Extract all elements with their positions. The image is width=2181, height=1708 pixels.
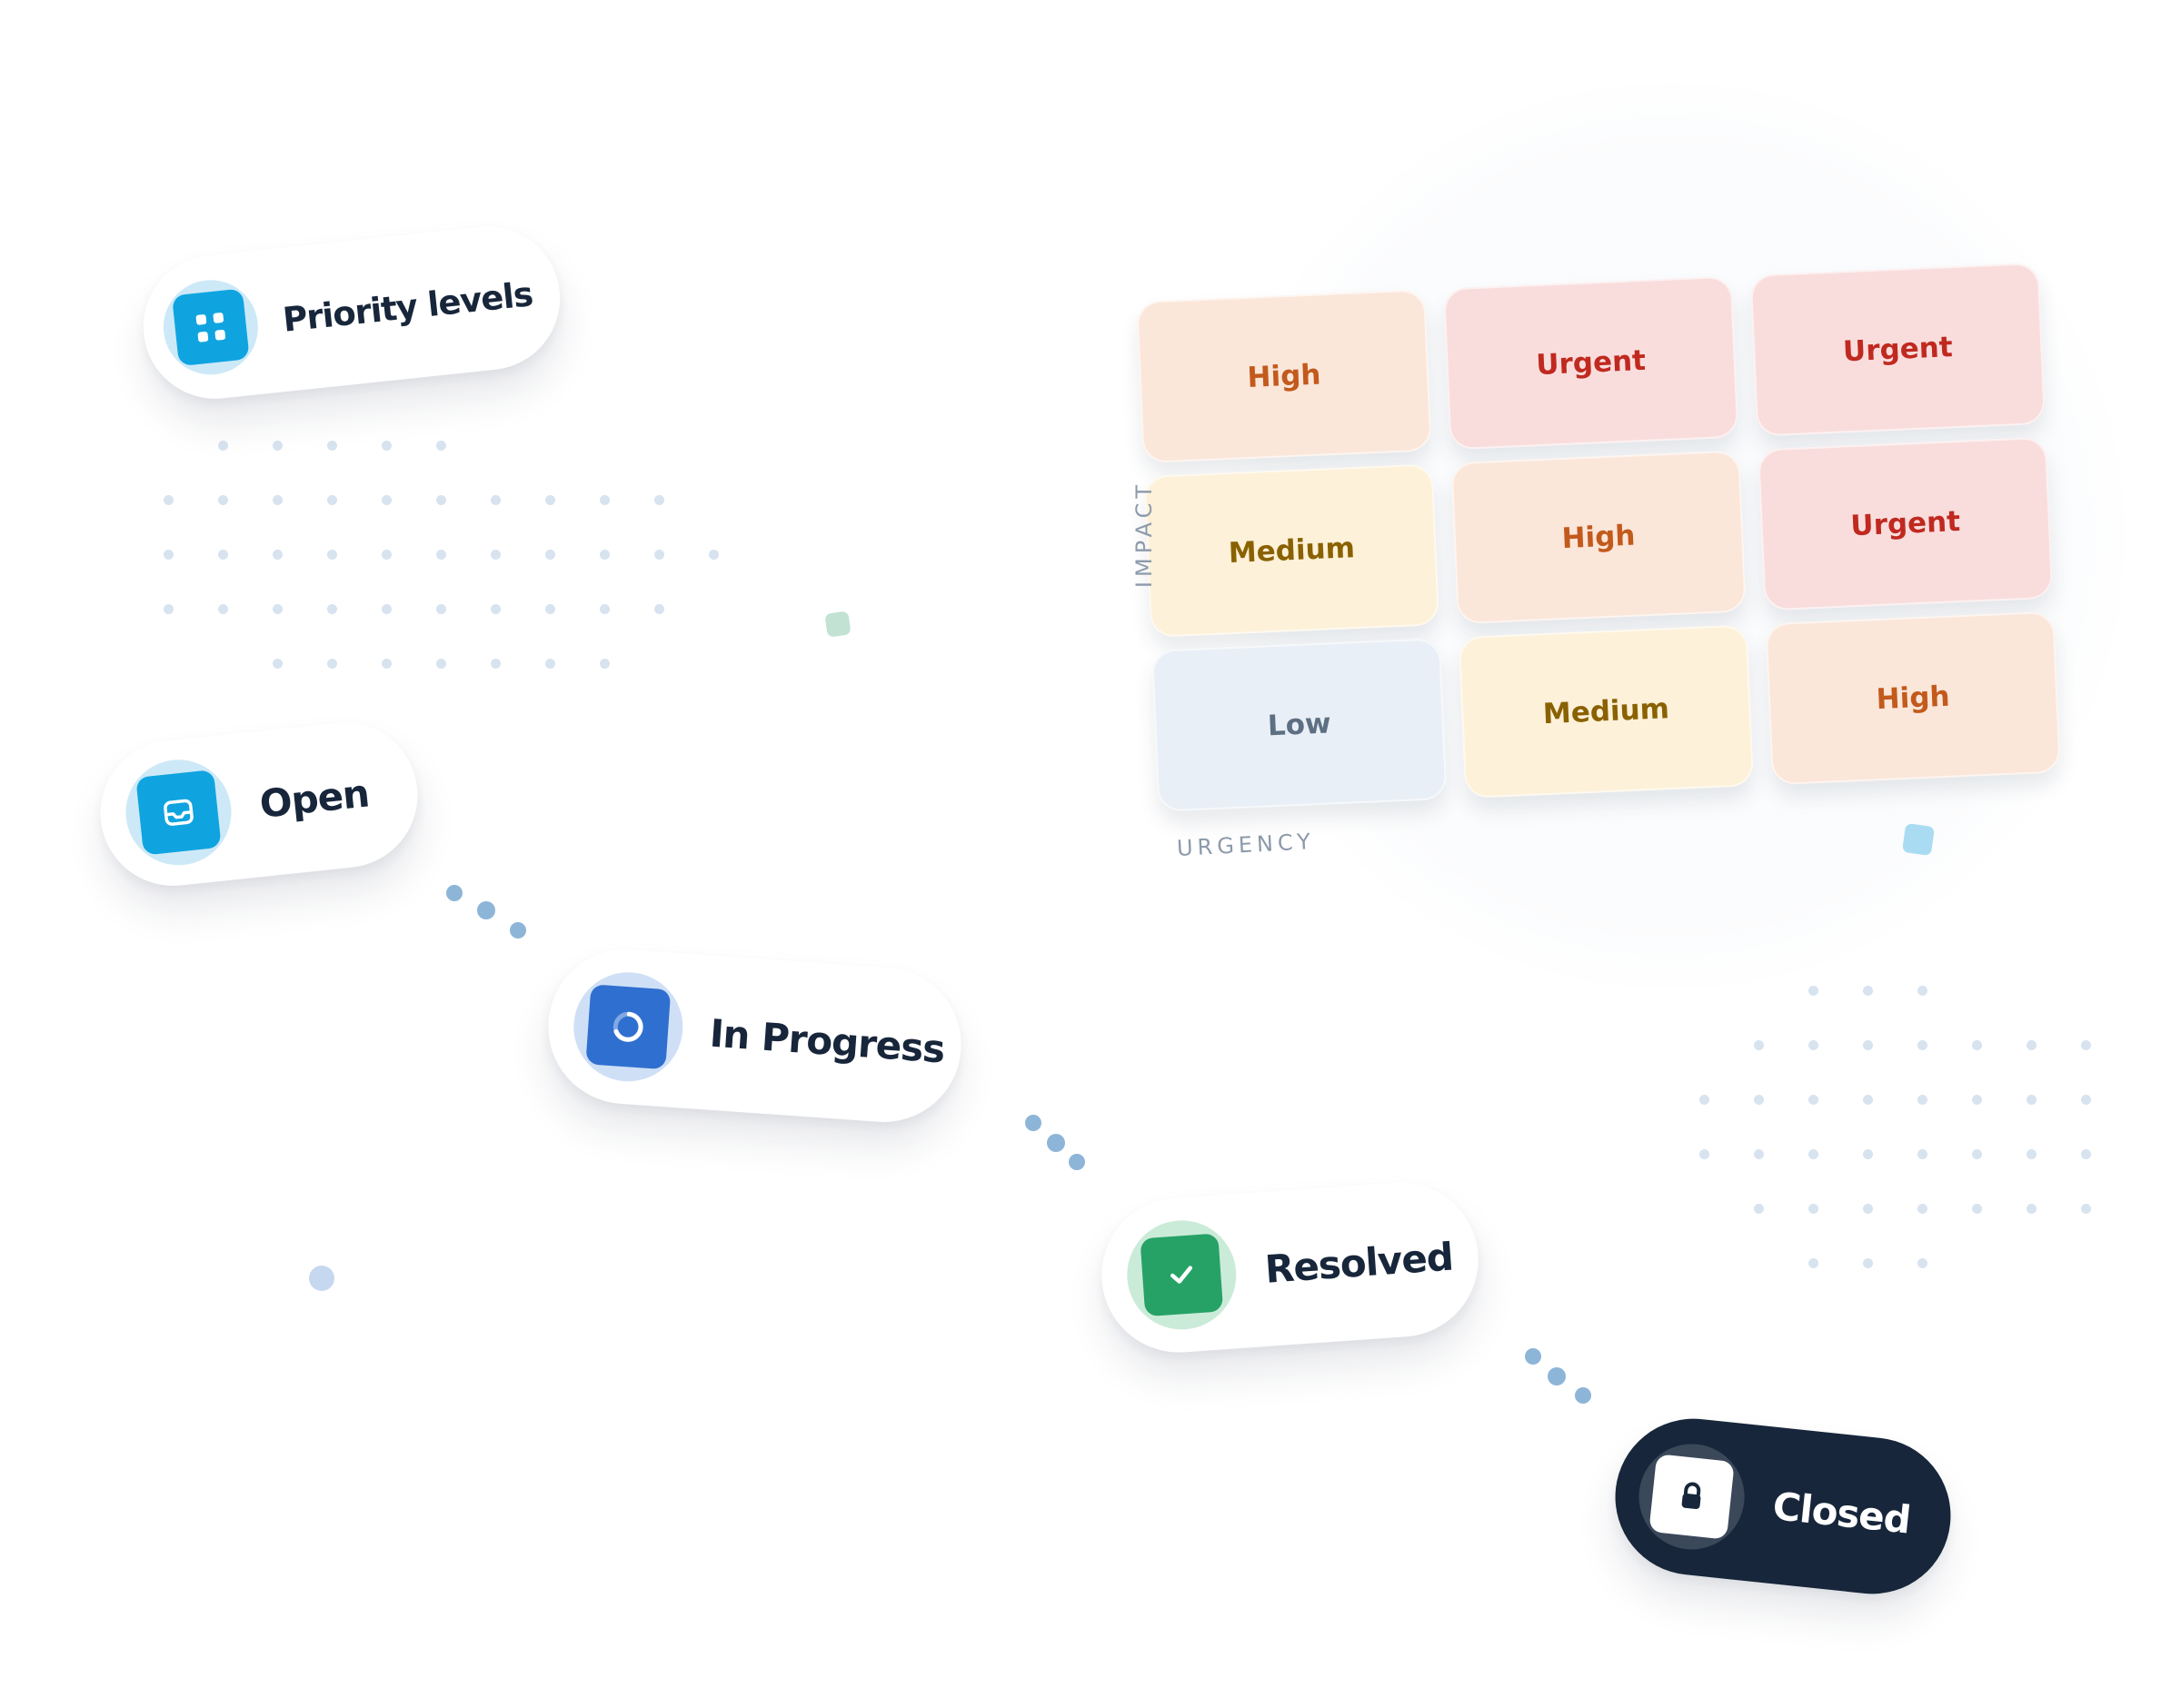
- open-icon-ring: [120, 754, 237, 871]
- matrix-cell: High: [1136, 289, 1432, 464]
- dot-grid-right: [1699, 986, 2099, 1276]
- connector-dot: [1025, 1115, 1041, 1131]
- open-label: Open: [257, 770, 372, 827]
- matrix-cell: Medium: [1458, 624, 1755, 799]
- status-chip-closed[interactable]: Closed: [1608, 1411, 1958, 1602]
- lock-icon: [1648, 1454, 1735, 1540]
- decorative-dot: [309, 1266, 334, 1291]
- connector-dot: [1548, 1367, 1566, 1385]
- status-chip-open[interactable]: Open: [93, 715, 425, 893]
- resolved-label: Resolved: [1263, 1234, 1455, 1292]
- matrix-cell: Urgent: [1749, 262, 2047, 437]
- decorative-square-green: [824, 611, 851, 638]
- connector-dot: [1525, 1348, 1541, 1365]
- in-progress-icon-ring: [570, 968, 687, 1086]
- matrix-cell: High: [1450, 450, 1747, 625]
- resolved-icon-ring: [1123, 1216, 1240, 1334]
- priority-levels-label: Priority levels: [281, 273, 534, 340]
- matrix-cell: Low: [1151, 638, 1448, 812]
- status-chip-resolved[interactable]: Resolved: [1096, 1177, 1484, 1358]
- decorative-square-blue: [1901, 822, 1936, 857]
- inbox-icon: [135, 770, 222, 856]
- connector-dot: [477, 901, 495, 919]
- matrix-cell: Medium: [1143, 463, 1440, 638]
- progress-ring-icon: [585, 984, 672, 1070]
- impact-axis-label: IMPACT: [1131, 480, 1158, 589]
- grid-icon: [171, 288, 250, 367]
- connector-dot: [1575, 1387, 1591, 1404]
- dot-grid-left: [164, 441, 727, 677]
- check-icon: [1140, 1233, 1224, 1317]
- matrix-cell: High: [1765, 611, 2061, 786]
- priority-levels-chip[interactable]: Priority levels: [136, 219, 567, 406]
- matrix-cell: Urgent: [1757, 436, 2054, 611]
- matrix-cell: Urgent: [1442, 275, 1739, 451]
- connector-dot: [510, 922, 526, 938]
- connector-dot: [1069, 1154, 1085, 1170]
- closed-label: Closed: [1770, 1483, 1913, 1543]
- status-chip-in-progress[interactable]: In Progress: [543, 944, 967, 1127]
- priority-levels-icon-ring: [158, 275, 264, 380]
- closed-icon-ring: [1633, 1438, 1750, 1555]
- connector-dot: [1047, 1134, 1065, 1152]
- connector-dot: [446, 885, 463, 901]
- in-progress-label: In Progress: [708, 1010, 946, 1072]
- priority-matrix: High Urgent Urgent Medium High Urgent Lo…: [1135, 234, 2076, 837]
